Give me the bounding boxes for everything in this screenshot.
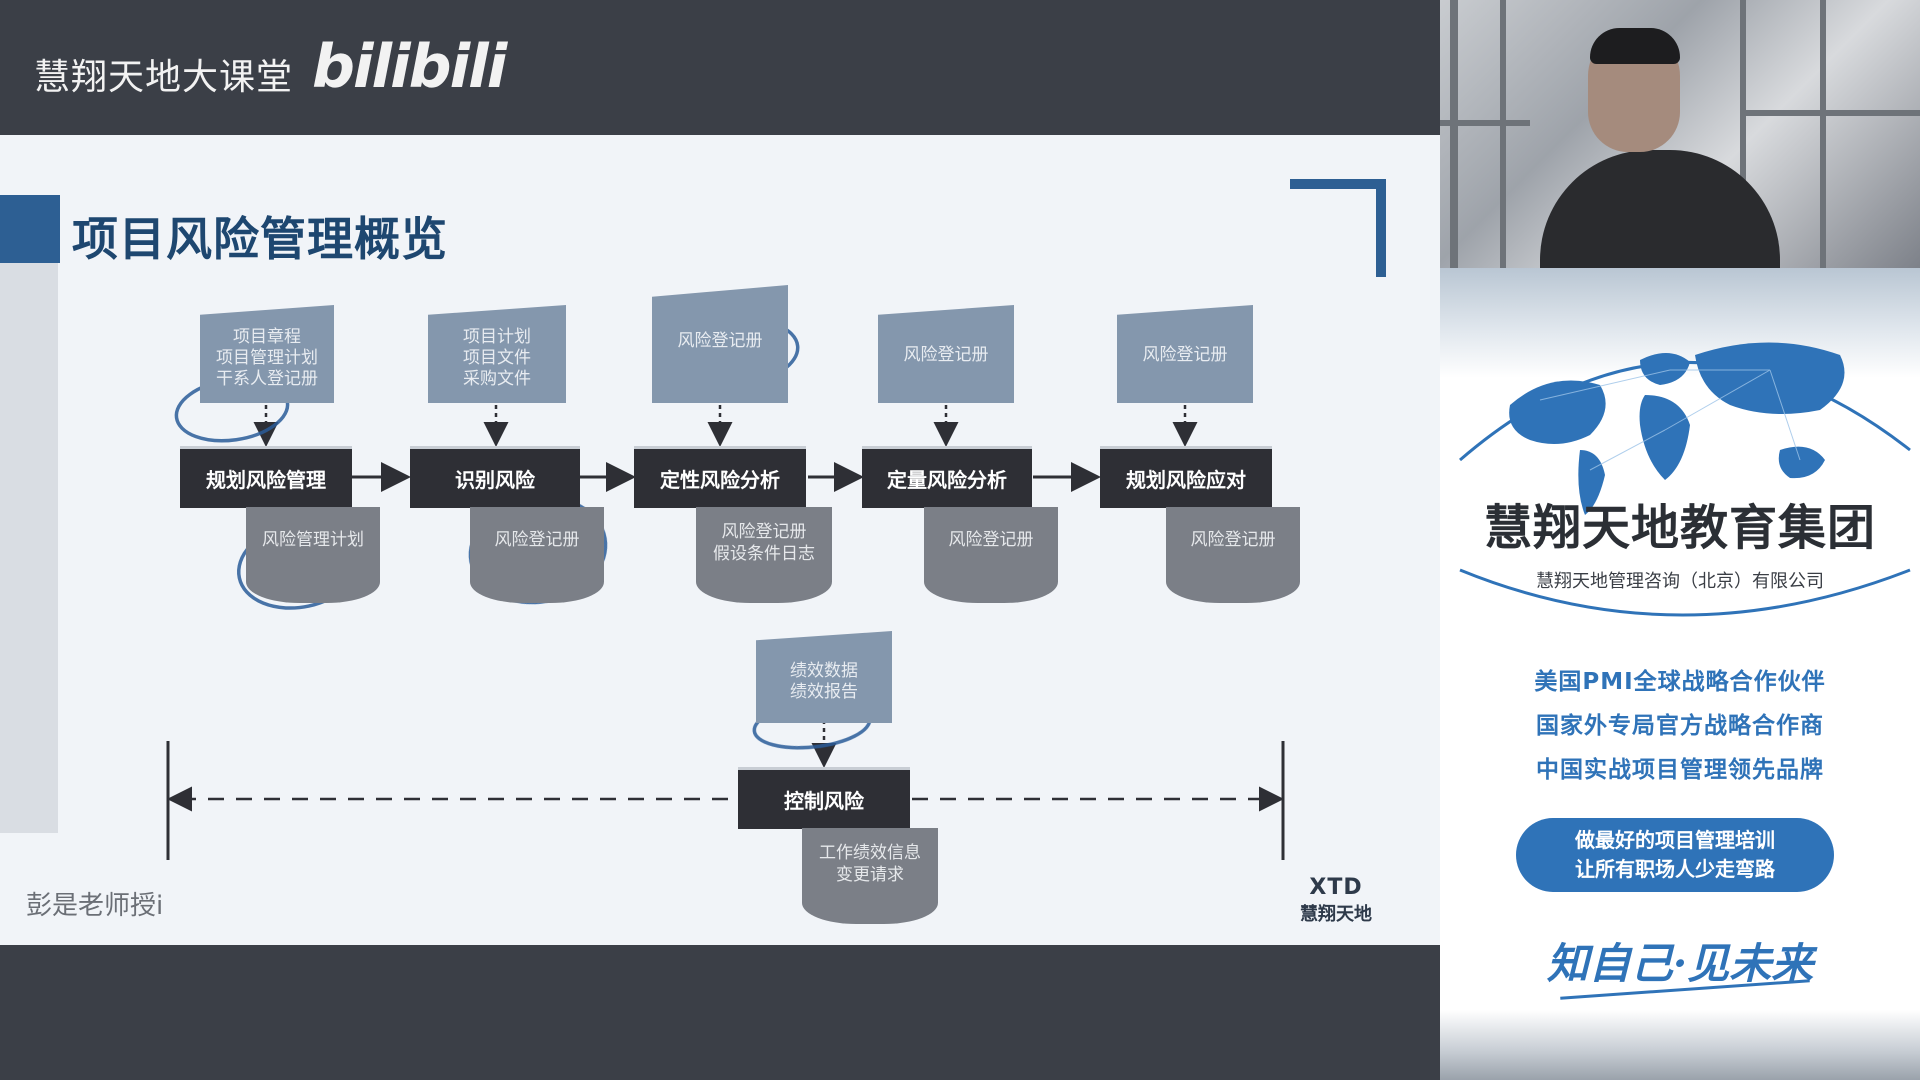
process-plan-risk-responses: 规划风险应对 [1100, 446, 1272, 508]
input-doc-5: 风险登记册 [1117, 305, 1253, 403]
output-doc-3-line-1: 风险登记册 [721, 522, 807, 542]
process-quantitative-analysis: 定量风险分析 [862, 446, 1032, 508]
output-doc-2-line-1: 风险登记册 [494, 530, 580, 550]
instructor-video [1440, 0, 1920, 268]
instructor-hair [1590, 28, 1680, 64]
control-input-doc: 绩效数据 绩效报告 [756, 631, 892, 723]
promo-line-1: 做最好的项目管理培训 [1575, 828, 1775, 852]
control-input-line-2: 绩效报告 [790, 682, 858, 702]
input-doc-3-line-1: 风险登记册 [677, 331, 763, 351]
world-map-graphic [1459, 342, 1911, 617]
slide-title: 项目风险管理概览 [72, 212, 448, 266]
output-doc-3-line-2: 假设条件日志 [713, 544, 815, 564]
input-doc-1-line-3: 干系人登记册 [216, 369, 318, 389]
left-rail [0, 213, 58, 833]
process-qualitative-analysis: 定性风险分析 [634, 446, 806, 508]
promo-line-2: 让所有职场人少走弯路 [1575, 857, 1775, 881]
input-doc-2-line-1: 项目计划 [463, 327, 531, 347]
company-name: 慧翔天地管理咨询（北京）有限公司 [1536, 571, 1824, 592]
control-output-line-1: 工作绩效信息 [819, 843, 921, 863]
input-doc-4: 风险登记册 [878, 305, 1014, 403]
corner-bracket-side [1376, 179, 1386, 277]
tagline-1: 美国PMI全球战略合作伙伴 [1534, 669, 1826, 695]
title-marker [0, 195, 60, 263]
promo-pill: 做最好的项目管理培训 让所有职场人少走弯路 [1516, 818, 1834, 892]
output-doc-1-line-1: 风险管理计划 [262, 530, 364, 550]
control-output-line-2: 变更请求 [836, 865, 904, 885]
control-input-line-1: 绩效数据 [790, 661, 858, 681]
tagline-3: 中国实战项目管理领先品牌 [1536, 757, 1824, 783]
output-doc-3: 风险登记册 假设条件日志 [696, 507, 832, 603]
process-identify-risks: 识别风险 [410, 446, 580, 508]
xtd-logo-mark: XTD [1309, 875, 1363, 900]
input-doc-2-line-2: 项目文件 [463, 348, 531, 368]
bilibili-logo: bilibili [312, 32, 507, 102]
output-doc-5-line-1: 风险登记册 [1190, 530, 1276, 550]
slide: 项目风险管理概览 [0, 135, 1440, 945]
group-name: 慧翔天地教育集团 [1483, 500, 1876, 556]
output-doc-1: 风险管理计划 [246, 507, 380, 603]
input-doc-1-line-2: 项目管理计划 [216, 348, 318, 368]
channel-name: 慧翔天地大课堂 [34, 57, 294, 98]
output-doc-4: 风险登记册 [924, 507, 1058, 603]
input-doc-2: 项目计划 项目文件 采购文件 [428, 305, 566, 403]
top-bar: 慧翔天地大课堂 bilibili [0, 0, 1440, 135]
input-doc-1: 项目章程 项目管理计划 干系人登记册 [200, 305, 334, 403]
input-doc-3: 风险登记册 [652, 285, 788, 403]
city-skyline [1440, 1010, 1920, 1080]
teacher-credit: 彭是老师授i [26, 891, 164, 921]
control-output-doc: 工作绩效信息 变更请求 [802, 828, 938, 924]
slogan: 知自己·见未来 [1546, 939, 1814, 988]
output-doc-4-line-1: 风险登记册 [948, 530, 1034, 550]
corner-bracket-top [1290, 179, 1386, 189]
xtd-logo: XTD 慧翔天地 [1300, 875, 1372, 926]
xtd-logo-text: 慧翔天地 [1300, 904, 1372, 925]
process-control-risks: 控制风险 [738, 767, 910, 829]
input-doc-4-line-1: 风险登记册 [903, 345, 989, 365]
input-doc-5-line-1: 风险登记册 [1142, 345, 1228, 365]
right-panel: 慧翔天地教育集团 慧翔天地管理咨询（北京）有限公司 美国PMI全球战略合作伙伴 … [1440, 0, 1920, 1080]
process-plan-risk-management: 规划风险管理 [180, 446, 352, 508]
output-doc-2: 风险登记册 [470, 507, 604, 603]
input-doc-2-line-3: 采购文件 [463, 369, 531, 389]
output-doc-5: 风险登记册 [1166, 507, 1300, 603]
tagline-2: 国家外专局官方战略合作商 [1536, 713, 1824, 739]
input-doc-1-line-1: 项目章程 [233, 327, 301, 347]
bottom-bar [0, 945, 1440, 1080]
